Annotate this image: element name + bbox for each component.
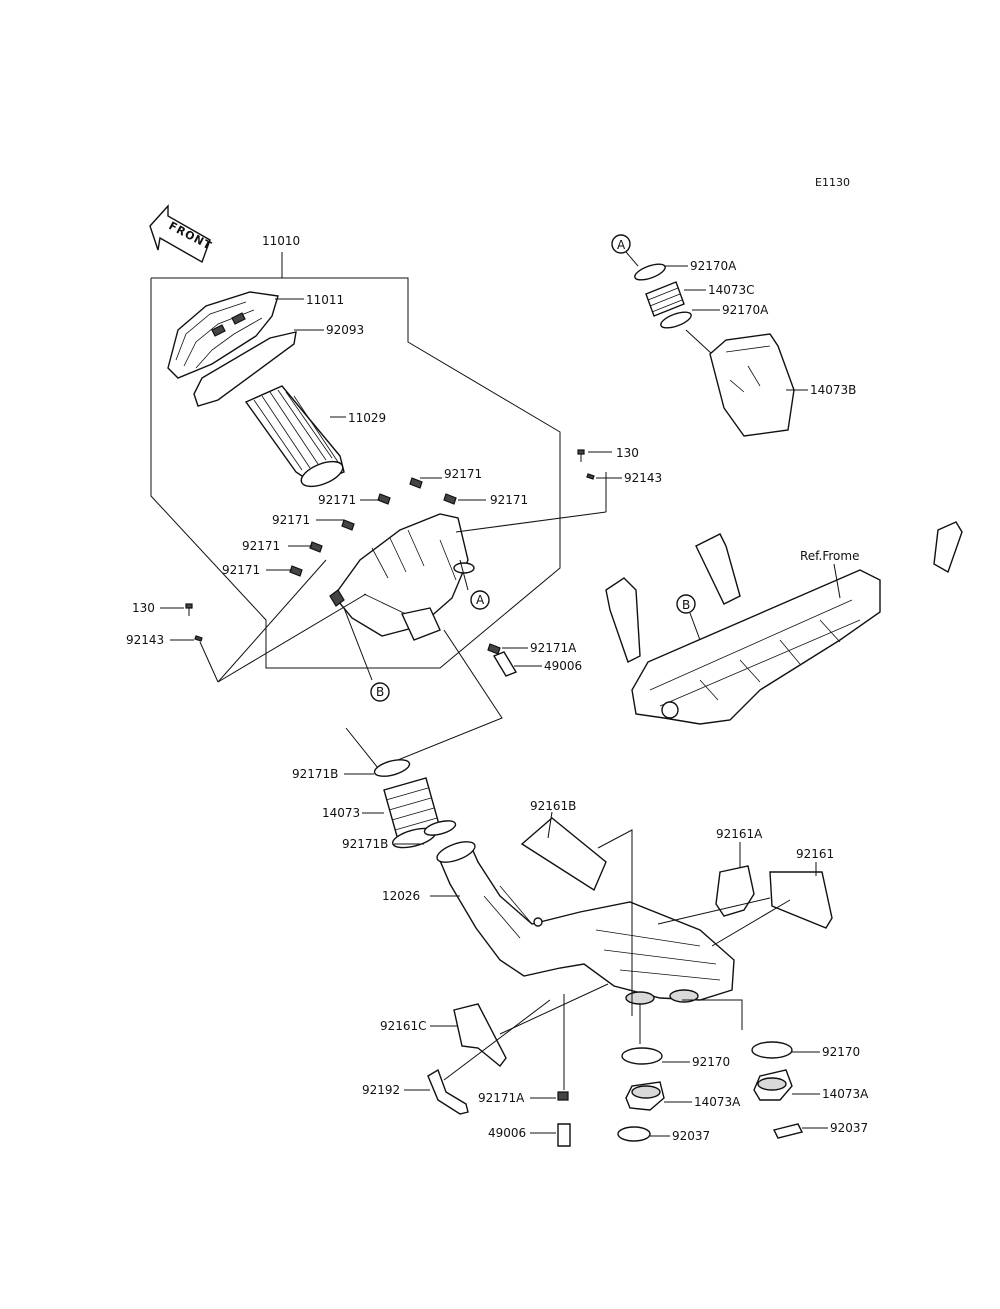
ref-b-label-right: B [682, 598, 690, 612]
label-92171A-lower: 92171A [478, 1091, 525, 1105]
label-92143-right: 92143 [624, 471, 662, 485]
label-92161B: 92161B [530, 799, 576, 813]
label-14073A-middle: 14073A [694, 1095, 741, 1109]
clamp-92037-right [772, 1123, 804, 1139]
label-130-right: 130 [616, 446, 639, 460]
drain-cap-49006-lower [557, 1123, 571, 1147]
label-92161C: 92161C [380, 1019, 427, 1033]
intake-duct-14073 [383, 777, 441, 849]
washer-92143-left [194, 635, 203, 642]
pad-92161 [769, 871, 833, 929]
label-14073C: 14073C [708, 283, 755, 297]
ref-b-circle-right [676, 594, 696, 614]
ref-a-label-upper: A [476, 593, 485, 607]
label-92171-l4: 92171 [222, 563, 260, 577]
duct-14073C [645, 281, 685, 317]
air-cleaner-case [329, 513, 475, 641]
label-92170-middle: 92170 [692, 1055, 730, 1069]
hose-92192 [427, 1068, 469, 1115]
drain-cap-49006-upper [492, 651, 518, 677]
duct-14073A-right [753, 1069, 793, 1101]
clamp-92170A-1 [634, 263, 666, 281]
diagram-code: E1130 [815, 176, 850, 189]
label-92170A-2: 92170A [722, 303, 769, 317]
label-92037-middle: 92037 [672, 1129, 710, 1143]
label-92037-right: 92037 [830, 1121, 868, 1135]
clamp-92170A-2 [660, 311, 692, 329]
clamp-92171B-1 [373, 759, 411, 777]
label-14073B: 14073B [810, 383, 856, 397]
clamp-92170-right [751, 1041, 793, 1059]
clamp-92170-middle [621, 1047, 663, 1065]
label-11010: 11010 [262, 234, 300, 248]
label-11011: 11011 [306, 293, 344, 307]
label-92093: 92093 [326, 323, 364, 337]
duct-14073B [709, 333, 795, 437]
label-49006-lower: 49006 [488, 1126, 526, 1140]
clip-92171A-upper [487, 643, 501, 655]
label-49006-upper: 49006 [544, 659, 582, 673]
label-14073: 14073 [322, 806, 360, 820]
label-92170-right: 92170 [822, 1045, 860, 1059]
label-130-left: 130 [132, 601, 155, 615]
label-92171-l2: 92171 [272, 513, 310, 527]
ref-a-label-right: A [617, 238, 626, 252]
label-14073A-right: 14073A [822, 1087, 869, 1101]
clamp-92171B-2 [423, 820, 457, 836]
seal-ring-92093 [193, 331, 297, 407]
duct-14073A-middle [625, 1081, 665, 1111]
pad-92161C [453, 1003, 507, 1068]
label-12026: 12026 [382, 889, 420, 903]
ref-b-label-left: B [376, 685, 384, 699]
bolt-130-left [185, 603, 193, 616]
ref-a-circle-upper [470, 590, 490, 610]
vehicle-frame [605, 521, 963, 725]
label-92161: 92161 [796, 847, 834, 861]
bolt-130-right [577, 449, 585, 462]
intake-housing-12026 [436, 841, 735, 1005]
air-cleaner-cover-11011 [167, 291, 279, 379]
label-92171B-2: 92171B [342, 837, 388, 851]
clamp-92037-middle [617, 1126, 651, 1142]
pad-92161B [520, 817, 607, 892]
ref-a-circle-right [611, 234, 631, 254]
front-arrow-icon: FRONT [149, 204, 214, 264]
label-92171-l1: 92171 [318, 493, 356, 507]
clips-92171 [289, 477, 457, 577]
ref-frame-label: Ref.Frome [800, 549, 859, 563]
label-92171A-upper: 92171A [530, 641, 577, 655]
ref-b-circle-left [370, 682, 390, 702]
label-11029: 11029 [348, 411, 386, 425]
label-92171-r2: 92171 [490, 493, 528, 507]
label-92171-r1: 92171 [444, 467, 482, 481]
label-92161A: 92161A [716, 827, 763, 841]
clip-92171A-lower [557, 1091, 569, 1101]
washer-92143-right [586, 473, 595, 480]
air-filter-element-11029 [244, 385, 345, 488]
label-92143-left: 92143 [126, 633, 164, 647]
pad-92161A [715, 865, 755, 917]
label-92192: 92192 [362, 1083, 400, 1097]
assembly-bracket-11010 [150, 252, 561, 669]
label-92171B-1: 92171B [292, 767, 338, 781]
label-92170A-1: 92170A [690, 259, 737, 273]
label-92171-l3: 92171 [242, 539, 280, 553]
